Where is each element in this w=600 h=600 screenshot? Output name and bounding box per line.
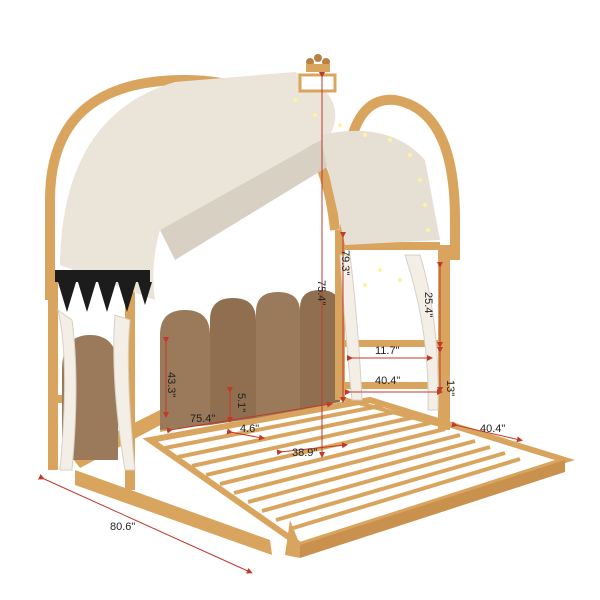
label-headboard-height: 43.3" xyxy=(165,372,177,397)
label-height: 75.4" xyxy=(315,280,327,305)
label-trundle-width: 38.9" xyxy=(292,447,317,459)
label-trundle-length: 75.4" xyxy=(190,413,215,425)
label-width-right: 40.4" xyxy=(480,423,505,435)
label-inner-height-right: 79.3" xyxy=(339,250,351,275)
pennant-flags xyxy=(55,270,152,312)
label-slat-height: 5.1" xyxy=(235,393,247,412)
label-side-rail-height: 25.4" xyxy=(422,292,434,317)
trundle-frame xyxy=(70,381,576,558)
canopy-arch xyxy=(45,54,460,300)
label-rail-span: 11.7" xyxy=(375,345,400,357)
label-slat-gap: 4.6" xyxy=(240,423,259,435)
dimension-lines xyxy=(38,72,523,574)
label-total-length: 80.6" xyxy=(110,521,135,533)
label-inner-width: 40.4" xyxy=(375,375,400,387)
slats xyxy=(164,403,521,531)
label-rail-gap: 13" xyxy=(444,380,456,396)
dimension-labels: 80.6" 75.4" 79.3" 25.4" 13" 11.7" 40.4" … xyxy=(110,250,505,533)
